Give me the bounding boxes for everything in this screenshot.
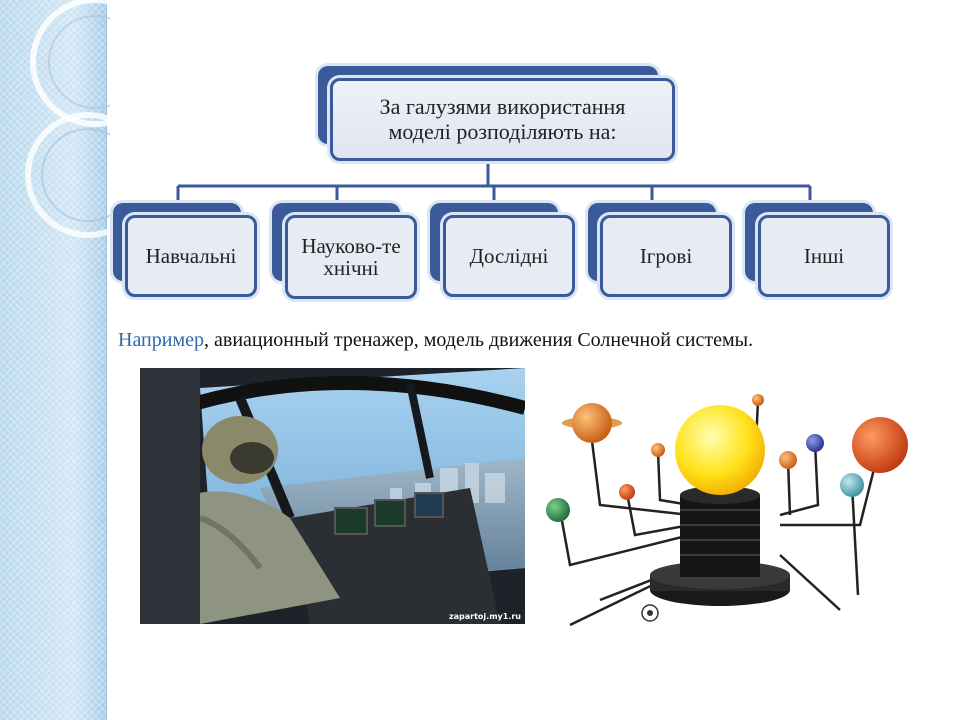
example-caption: Например, авиационный тренажер, модель д… <box>118 329 753 352</box>
child-box-gaming: Ігрові <box>600 215 732 297</box>
child-box-research: Дослідні <box>443 215 575 297</box>
child-box-other: Інші <box>758 215 890 297</box>
child-label-scientific-technical: Науково-технічні <box>301 233 401 280</box>
child-box-educational: Навчальні <box>125 215 257 297</box>
caption-rest: , авиационный тренажер, модель движения … <box>204 329 754 351</box>
child-label-educational: Навчальні <box>145 243 237 268</box>
photo-credit: zapartoj.my1.ru <box>448 612 521 621</box>
root-box: За галузями використання моделі розподіл… <box>330 78 675 161</box>
decorative-side-band <box>0 0 107 720</box>
child-box-scientific-technical: Науково-технічні <box>285 215 417 299</box>
caption-lead: Например <box>118 329 204 351</box>
root-label-line2: моделі розподіляють на: <box>388 118 617 144</box>
usage-classification-diagram: За галузями використання моделі розподіл… <box>0 0 960 320</box>
flight-simulator-photo: zapartoj.my1.ru <box>140 368 525 624</box>
decorative-circles <box>25 0 110 238</box>
child-label-research: Дослідні <box>469 243 549 268</box>
solar-system-model-image <box>540 385 920 630</box>
child-label-other: Інші <box>803 243 845 268</box>
root-label-line1: За галузями використання <box>379 94 626 120</box>
child-label-gaming: Ігрові <box>639 243 693 268</box>
